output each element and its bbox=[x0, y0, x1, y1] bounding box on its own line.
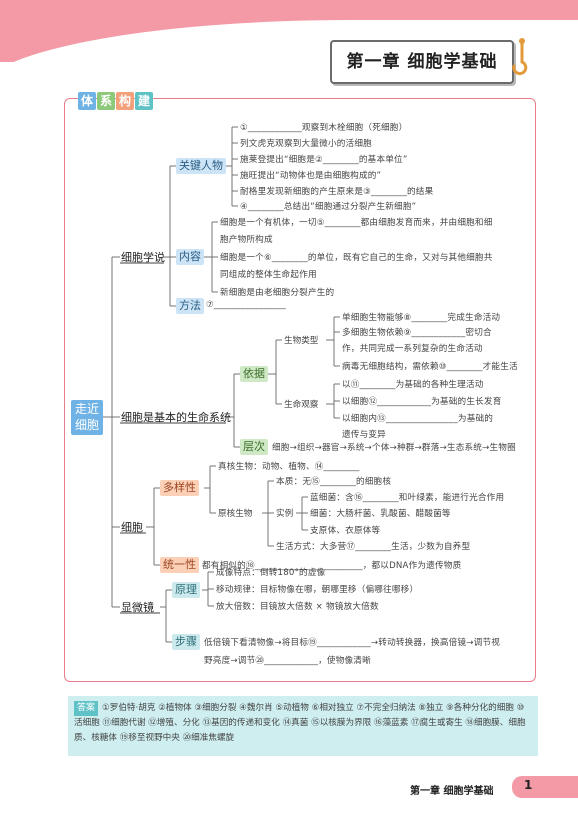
root-label: 走近细胞 bbox=[74, 402, 99, 432]
level-item: 细胞→组织→器官→系统→个体→种群→群落→生态系统→生物圈 bbox=[272, 443, 516, 453]
node-basis: 依据 bbox=[240, 366, 268, 382]
key-people-item: 施旺提出“动物体也是由细胞构成的” bbox=[240, 171, 382, 181]
section-tag-char: 构 bbox=[116, 92, 134, 110]
prokaryote-life: 生活方式：大多营⑰________生活，少数为自养型 bbox=[276, 542, 471, 552]
key-people-item: 耐格里发现新细胞的产生原来是③________的结果 bbox=[240, 187, 434, 197]
content-item: 胞产物所构成 bbox=[220, 235, 273, 245]
basis-observe-item: 以细胞⑫____________为基础的生长发育 bbox=[342, 397, 502, 407]
node-unity: 统一性 bbox=[160, 557, 199, 573]
content-item: 细胞是一个有机体，一切⑤________都由细胞发育而来，并由细胞和细 bbox=[220, 218, 493, 228]
root-node: 走近细胞 bbox=[71, 400, 103, 435]
key-people-item: 施莱登提出“细胞是②________的基本单位” bbox=[240, 155, 408, 165]
content-item: 同组成的整体生命起作用 bbox=[220, 270, 317, 280]
node-principle: 原理 bbox=[172, 582, 200, 598]
page-tab bbox=[512, 776, 578, 798]
eukaryote-item: 真核生物：动物、植物、⑭________ bbox=[218, 462, 360, 472]
key-people-item: ④________总结出“细胞通过分裂产生新细胞” bbox=[240, 202, 417, 212]
node-microscope: 显微镜 bbox=[121, 601, 154, 614]
chapter-title-box: 第一章 细胞学基础 bbox=[330, 40, 514, 84]
node-key-people: 关键人物 bbox=[176, 158, 226, 174]
page-number: 1 bbox=[524, 778, 533, 792]
basis-type-item: 病毒无细胞结构，需依赖⑩________才能生活 bbox=[342, 362, 518, 372]
chapter-title: 第一章 细胞学基础 bbox=[346, 52, 498, 72]
basis-type-item: 多细胞生物依赖⑨____________密切合 bbox=[342, 328, 492, 338]
principle-item: 移动规律：目标物像在哪，朝哪里移（偏哪往哪移） bbox=[216, 585, 419, 595]
content-item: 细胞是一个⑥________的单位，既有它自己的生命，又对与其他细胞共 bbox=[220, 253, 493, 263]
basis-type-item: 单细胞生物能够⑧________完成生命活动 bbox=[342, 313, 501, 323]
prokaryote-nucleus: 本质：无⑮________的细胞核 bbox=[276, 477, 392, 487]
example-label: 实例 bbox=[276, 509, 294, 519]
method-item: ⑦________________ bbox=[206, 300, 286, 310]
section-tag: 体系构建 bbox=[78, 90, 154, 110]
node-method: 方法 bbox=[176, 298, 204, 314]
hook-icon bbox=[512, 38, 528, 76]
key-people-item: ①____________观察到木栓细胞（死细胞） bbox=[240, 123, 408, 133]
example-bacteria: 细菌：大肠杆菌、乳酸菌、醋酸菌等 bbox=[310, 509, 451, 519]
example-myco: 支原体、衣原体等 bbox=[310, 526, 381, 536]
node-cell: 细胞 bbox=[121, 521, 143, 534]
basis-observe-item: 遗传与变异 bbox=[342, 430, 386, 440]
principle-item: 成像特点：倒转180°的虚像 bbox=[216, 568, 326, 578]
node-diversity: 多样性 bbox=[160, 480, 199, 496]
node-steps: 步骤 bbox=[172, 634, 200, 650]
steps-item: 低倍镜下看清物像→将目标⑲____________→转动转换器，换高倍镜→调节视 bbox=[204, 638, 501, 648]
prokaryote-label: 原核生物 bbox=[218, 509, 253, 519]
key-people-item: 列文虎克观察到大量微小的活细胞 bbox=[240, 139, 372, 149]
steps-item: 野亮度→调节⑳____________，使物像清晰 bbox=[204, 656, 371, 666]
section-tag-char: 建 bbox=[135, 92, 153, 110]
section-tag-char: 体 bbox=[78, 92, 96, 110]
principle-item: 放大倍数：目镜放大倍数 × 物镜放大倍数 bbox=[216, 602, 379, 612]
answers-label: 答案 bbox=[74, 701, 99, 716]
basis-observe-item: 以⑪________为基础的各种生理活动 bbox=[342, 380, 484, 390]
node-content: 内容 bbox=[176, 249, 204, 265]
mindmap-panel bbox=[64, 98, 536, 682]
basis-type-item: 作，共同完成一系列复杂的生命活动 bbox=[342, 344, 483, 354]
footer-chapter: 第一章 细胞学基础 bbox=[410, 786, 494, 797]
node-cell-theory: 细胞学说 bbox=[121, 251, 165, 264]
content-item: 新细胞是由老细胞分裂产生的 bbox=[220, 288, 335, 298]
section-tag-char: 系 bbox=[97, 92, 115, 110]
answers-text: ①罗伯特·胡克 ②植物体 ③细胞分裂 ④魏尔肖 ⑤动植物 ⑥相对独立 ⑦不完全归… bbox=[74, 703, 526, 743]
node-basic-unit: 细胞是基本的生命系统 bbox=[121, 411, 231, 424]
basis-type-label: 生物类型 bbox=[284, 336, 319, 346]
basis-observe-label: 生命观察 bbox=[284, 400, 319, 410]
example-cyano: 蓝细菌：含⑯________和叶绿素，能进行光合作用 bbox=[310, 493, 505, 503]
basis-observe-item: 以细胞内⑬________________为基础的 bbox=[342, 414, 494, 424]
unity-item: 都有相似的⑱________________________，都以DNA作为遗传… bbox=[202, 561, 462, 571]
node-level: 层次 bbox=[240, 439, 268, 455]
